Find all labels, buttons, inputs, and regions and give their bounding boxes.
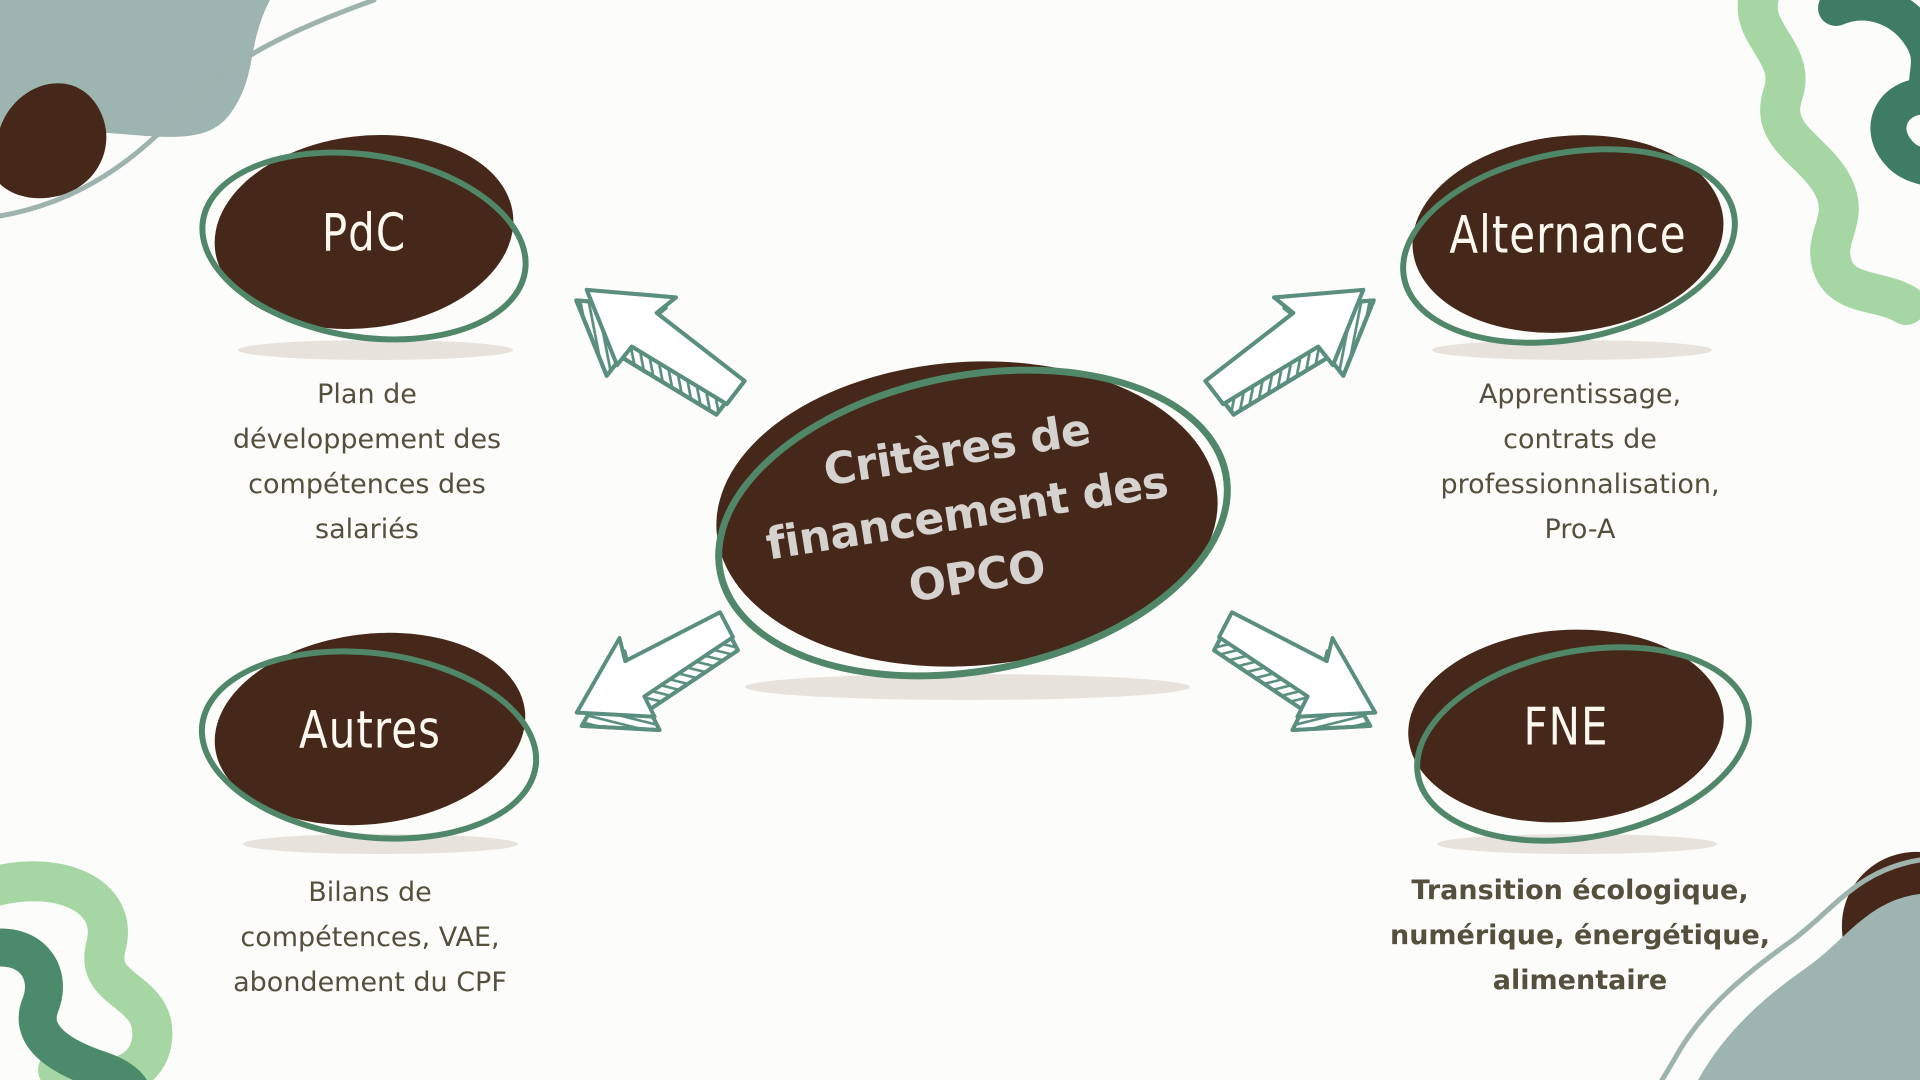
corner-bottom-left-green-squiggle (0, 928, 146, 1080)
corner-top-left-brown-blob (0, 83, 107, 199)
node-alternance-shadow (1432, 340, 1712, 360)
node-alternance-description: Apprentissage, contrats de professionnal… (1440, 379, 1720, 546)
corner-top-right-light-squiggle (1737, 0, 1920, 325)
corner-top-right-dark-squiggle (1818, 0, 1920, 185)
node-alternance-label: Alternance (1449, 204, 1687, 264)
center-node-title: Critères de financement des OPCO (762, 404, 1172, 613)
node-pdc-label: PdC (321, 202, 407, 262)
node-fne-shadow (1437, 834, 1717, 854)
corner-bottom-right-wavy-line (1659, 857, 1920, 1080)
center-node-label-box: Critères de financement des OPCO (716, 362, 1218, 666)
corner-top-left-wavy-line (0, 0, 377, 219)
node-autres-shadow (243, 834, 518, 854)
node-autres-label: Autres (299, 699, 441, 759)
node-pdc-shadow (238, 340, 513, 360)
center-node-shadow (745, 674, 1190, 700)
corner-bottom-right-sage-blob (1698, 894, 1920, 1080)
node-fne-label: FNE (1523, 696, 1609, 756)
node-pdc-description: Plan de développement des compétences de… (232, 379, 502, 546)
node-fne-description: Transition écologique, numérique, énergé… (1389, 875, 1771, 997)
node-autres-description: Bilans de compétences, VAE, abondement d… (233, 877, 507, 999)
